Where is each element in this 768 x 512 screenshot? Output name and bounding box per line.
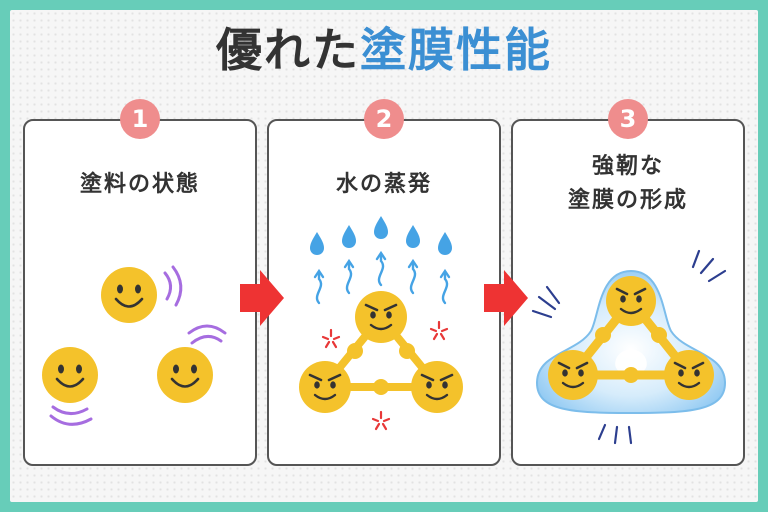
paint-state-illustration <box>40 265 227 426</box>
water-drop-icon <box>310 232 324 255</box>
title-part-dark: 優れた <box>216 23 360 77</box>
smiley-face-icon <box>40 345 100 405</box>
steam-arrow-icon <box>375 251 387 287</box>
page-title: 優れた塗膜性能 <box>0 22 768 78</box>
step-2-caption: 水の蒸発 <box>269 168 499 202</box>
spark-icon <box>371 410 391 431</box>
water-drop-icon <box>342 225 356 248</box>
water-evaporation-illustration <box>297 216 465 431</box>
angry-face-icon <box>546 348 600 402</box>
angry-face-icon <box>353 289 409 345</box>
step-3-badge: 3 <box>608 99 648 139</box>
film-formation-illustration <box>531 249 727 445</box>
water-drop-icon <box>438 232 452 255</box>
water-drop-icon <box>374 216 388 239</box>
water-drop-icon <box>406 225 420 248</box>
step-3-caption: 強靭な 塗膜の形成 <box>513 150 743 218</box>
vibration-icon <box>187 324 227 345</box>
step-1-caption: 塗料の状態 <box>25 168 255 202</box>
angry-face-icon <box>297 359 353 415</box>
steam-arrow-icon <box>343 259 355 295</box>
smiley-face-icon <box>155 345 215 405</box>
angry-face-icon <box>662 348 716 402</box>
step-2-panel: 水の蒸発 <box>267 119 501 466</box>
angry-face-icon <box>604 274 658 328</box>
step-3-panel: 強靭な 塗膜の形成 <box>511 119 745 466</box>
step-1-caption-line-1: 塗料の状態 <box>79 172 200 197</box>
emphasis-lines-icon <box>531 249 727 445</box>
step-3-caption-line-1: 強靭な <box>591 154 664 179</box>
step-1-panel: 塗料の状態 <box>23 119 257 466</box>
steam-arrow-icon <box>407 259 419 295</box>
steam-arrow-icon <box>313 269 325 305</box>
step-1-badge: 1 <box>120 99 160 139</box>
right-arrow-icon <box>484 270 528 326</box>
smiley-face-icon <box>99 265 159 325</box>
angry-face-icon <box>409 359 465 415</box>
spark-icon <box>429 320 449 341</box>
spark-icon <box>321 328 341 349</box>
title-part-accent: 塗膜性能 <box>360 23 552 77</box>
vibration-icon <box>163 265 183 307</box>
right-arrow-icon <box>240 270 284 326</box>
steam-arrow-icon <box>439 269 451 305</box>
step-2-caption-line-1: 水の蒸発 <box>335 172 432 197</box>
step-3-caption-line-2: 塗膜の形成 <box>567 188 688 213</box>
vibration-icon <box>49 405 93 426</box>
step-2-badge: 2 <box>364 99 404 139</box>
